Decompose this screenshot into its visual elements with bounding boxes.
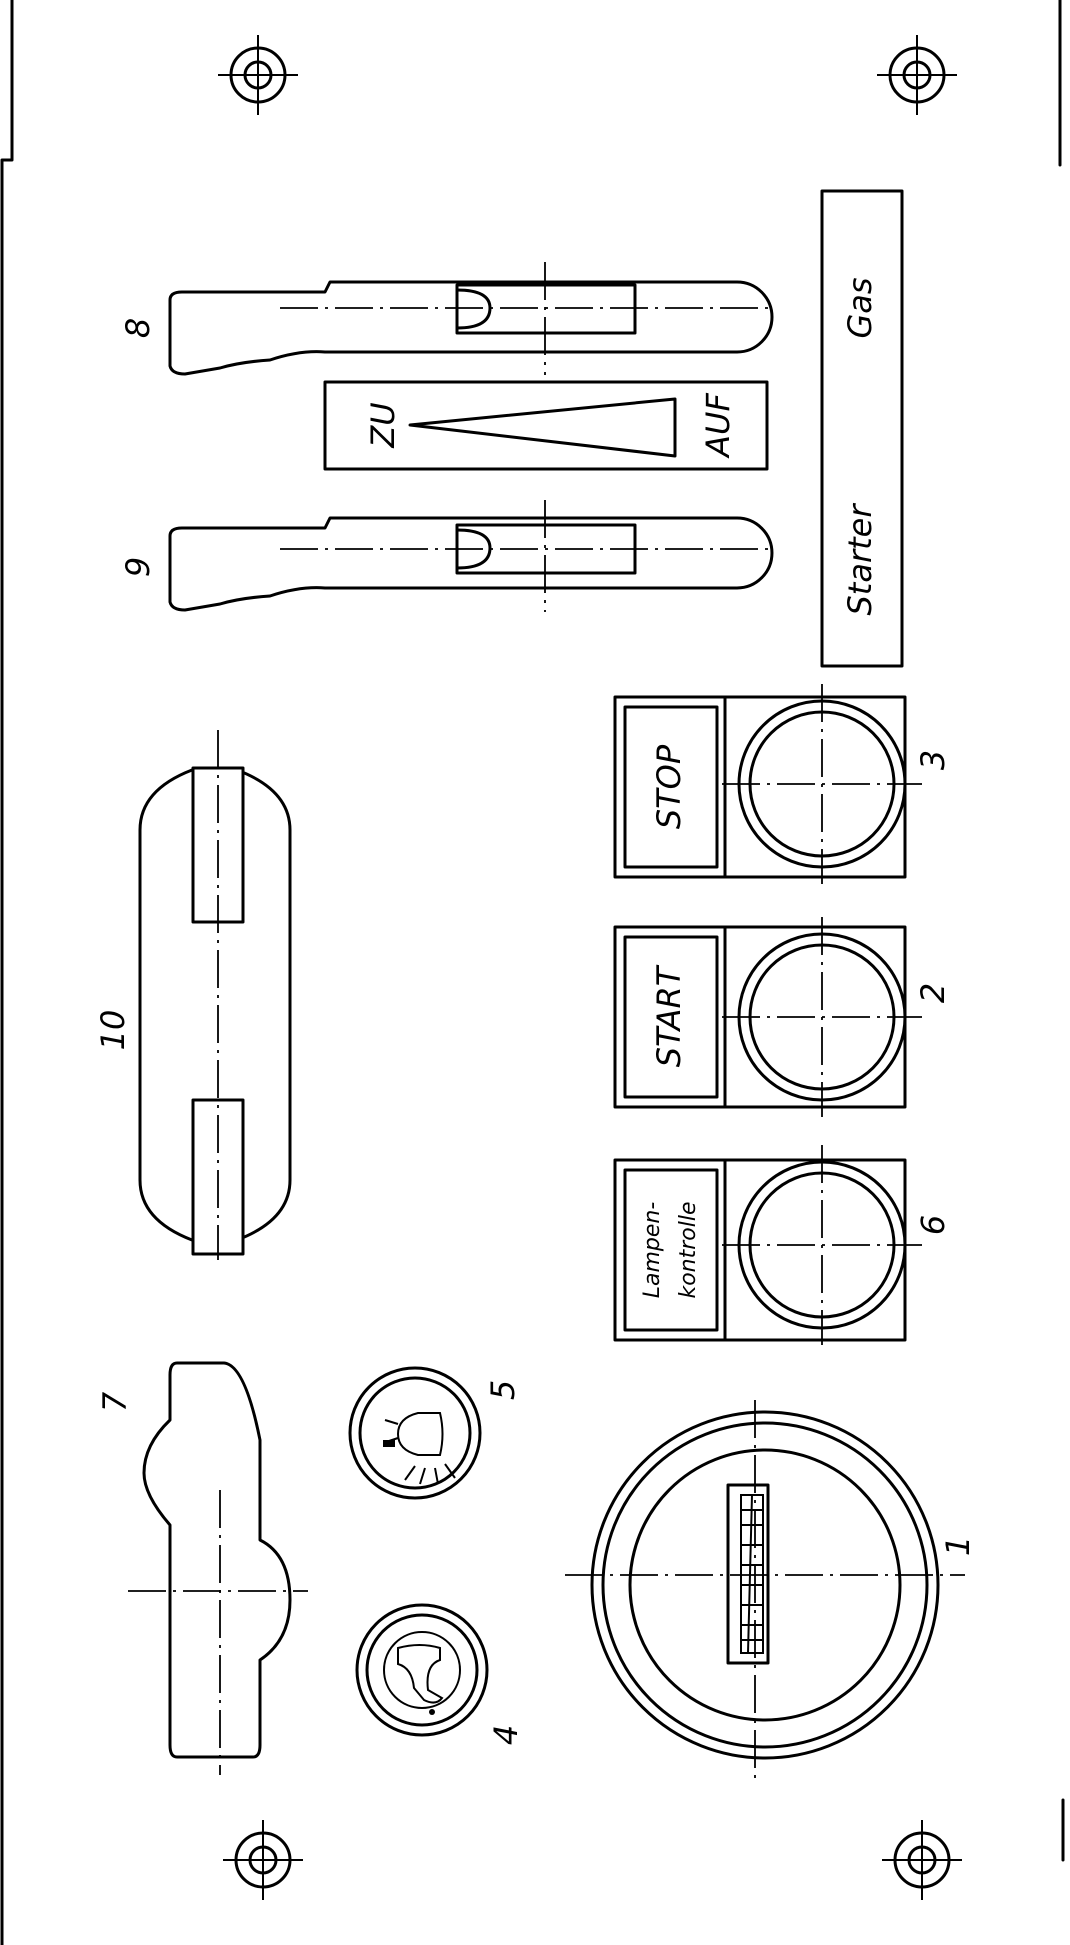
callout-1: 1 — [939, 1536, 977, 1556]
callout-3: 3 — [914, 750, 952, 770]
mounting-hole-top-left — [218, 35, 298, 115]
lamp-test-label-line2: kontrolle — [676, 1201, 701, 1298]
callout-5: 5 — [484, 1380, 522, 1400]
mounting-hole-bottom-left — [223, 1820, 303, 1900]
indicator-lamp-4 — [355, 1603, 489, 1737]
lever-8[interactable] — [168, 262, 774, 376]
callout-4: 4 — [487, 1725, 525, 1745]
callout-2: 2 — [914, 983, 952, 1003]
callout-9: 9 — [119, 557, 157, 577]
mounting-hole-top-right — [877, 35, 957, 115]
stop-button-unit[interactable] — [613, 684, 922, 884]
callout-8: 8 — [119, 318, 157, 338]
start-button-unit[interactable] — [613, 917, 922, 1117]
starter-gas-plate — [820, 189, 904, 668]
lever-9[interactable] — [168, 500, 774, 612]
start-label: START — [650, 964, 688, 1067]
mounting-hole-bottom-right — [882, 1820, 962, 1900]
callout-6: 6 — [914, 1215, 952, 1235]
callout-7: 7 — [96, 1391, 134, 1412]
rotary-selector-7[interactable] — [128, 1361, 308, 1775]
lamp-test-label-line1: Lampen- — [640, 1202, 665, 1299]
indicator-lamp-5 — [348, 1366, 482, 1500]
key-switch-1[interactable] — [565, 1400, 965, 1780]
zu-auf-indicator — [323, 380, 769, 471]
stop-label: STOP — [650, 744, 688, 829]
handle-10[interactable] — [138, 730, 292, 1260]
auf-label: AUF — [699, 393, 737, 459]
callout-10: 10 — [94, 1010, 132, 1051]
lamp-test-button-unit[interactable] — [613, 1145, 922, 1345]
gas-label: Gas — [841, 277, 879, 338]
headlight-icon — [384, 1412, 456, 1485]
oil-can-icon — [397, 1644, 444, 1704]
zu-label: ZU — [364, 402, 402, 448]
starter-label: Starter — [841, 503, 879, 616]
